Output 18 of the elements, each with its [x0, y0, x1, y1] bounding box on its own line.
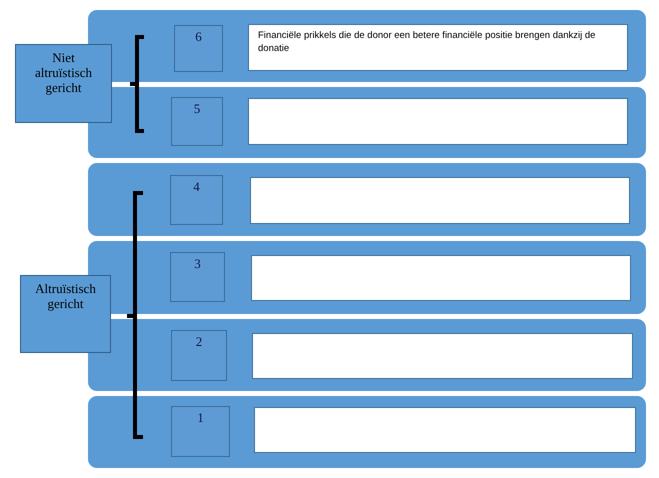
empty-text-box [251, 255, 631, 301]
row-band [88, 163, 646, 236]
empty-text-box [248, 98, 628, 145]
text-box: Financiële prikkels die de donor een betere financiële positie brengen dankzij de donatie [248, 24, 628, 71]
number-box: 4 [170, 175, 223, 225]
category-box: Niet altruïstisch gericht [15, 44, 112, 123]
number-box: 6 [174, 25, 223, 72]
number-box: 2 [171, 330, 227, 381]
empty-text-box [254, 407, 636, 453]
row-band [88, 396, 646, 468]
number-box: 5 [171, 97, 223, 146]
empty-text-box [252, 333, 633, 379]
empty-text-box [250, 177, 630, 224]
number-box: 1 [171, 406, 230, 457]
row-band [88, 87, 646, 158]
row-band [88, 319, 646, 391]
category-box: Altruïstisch gericht [20, 275, 111, 353]
number-box: 3 [170, 252, 225, 302]
